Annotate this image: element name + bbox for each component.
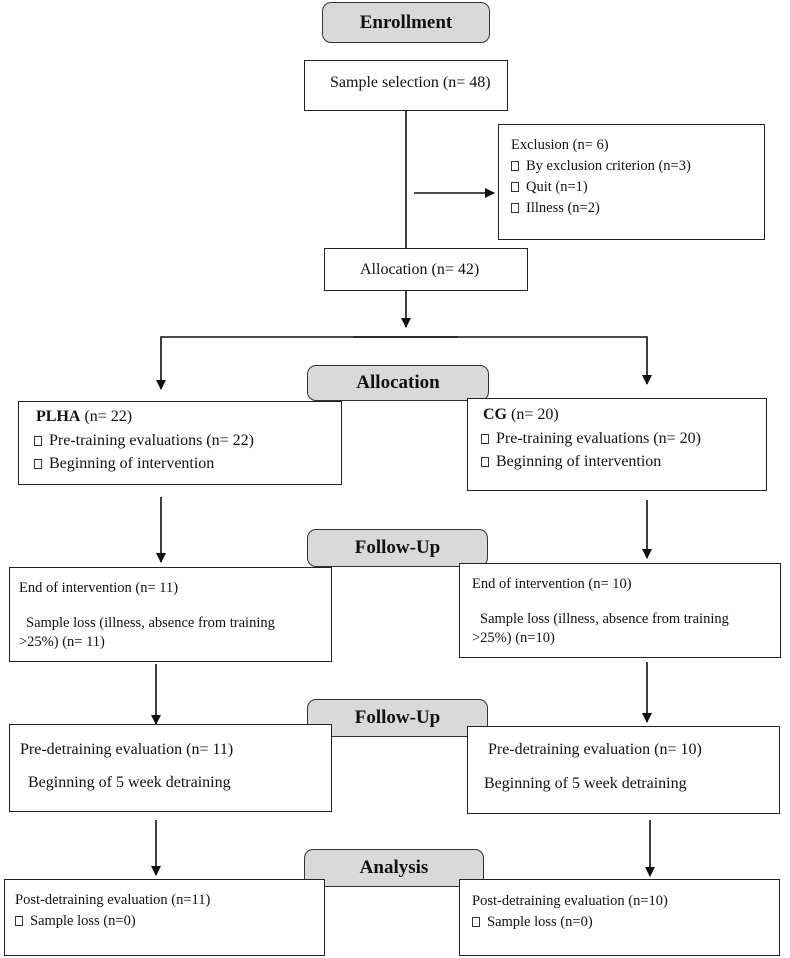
- stage-followup-1: Follow-Up: [307, 529, 488, 567]
- sample-selection-box: Sample selection (n= 48): [304, 60, 508, 111]
- left-pre-detraining: Pre-detraining evaluation (n= 11): [20, 741, 234, 758]
- exclusion-item: Quit (n=1): [511, 179, 588, 196]
- allocation-box: Allocation (n= 42): [324, 248, 528, 291]
- right-group-box: CG (n= 20) Pre-training evaluations (n= …: [467, 398, 767, 491]
- right-analysis-box: Post-detraining evaluation (n=10) Sample…: [459, 879, 780, 956]
- left-post-detraining: Post-detraining evaluation (n=11): [15, 892, 211, 908]
- checkbox-icon: [15, 916, 23, 926]
- checkbox-icon: [511, 182, 519, 192]
- right-predetraining-box: Pre-detraining evaluation (n= 10) Beginn…: [467, 726, 780, 814]
- stage-enrollment: Enrollment: [322, 2, 490, 43]
- right-pre-detraining: Pre-detraining evaluation (n= 10): [488, 741, 702, 758]
- left-alloc-item: Beginning of intervention: [34, 455, 214, 473]
- right-post-loss: Sample loss (n=0): [472, 914, 593, 931]
- right-group-title: CG (n= 20): [483, 406, 559, 423]
- right-alloc-item: Pre-training evaluations (n= 20): [481, 430, 701, 448]
- arrow-split-right: [406, 336, 652, 385]
- left-post-loss: Sample loss (n=0): [15, 913, 136, 930]
- allocation-text: Allocation (n= 42): [360, 261, 480, 278]
- right-sample-loss-2: >25%) (n=10): [472, 630, 555, 646]
- left-group-title: PLHA (n= 22): [36, 408, 133, 425]
- left-detraining-start: Beginning of 5 week detraining: [28, 774, 231, 791]
- left-end-intervention: End of intervention (n= 11): [19, 580, 179, 596]
- stage-followup-2: Follow-Up: [307, 699, 488, 737]
- checkbox-icon: [481, 434, 489, 444]
- arrow-split-left: [156, 336, 406, 390]
- left-group-name: PLHA: [36, 408, 81, 425]
- right-end-intervention: End of intervention (n= 10): [472, 576, 632, 592]
- checkbox-icon: [472, 917, 480, 927]
- left-sample-loss-2: >25%) (n= 11): [19, 634, 105, 650]
- exclusion-item: Illness (n=2): [511, 200, 600, 217]
- right-sample-loss-1: Sample loss (illness, absence from train…: [480, 611, 729, 627]
- right-group-name: CG: [483, 406, 507, 423]
- exclusion-item: By exclusion criterion (n=3): [511, 158, 691, 175]
- exclusion-title: Exclusion (n= 6): [511, 137, 609, 153]
- checkbox-icon: [34, 436, 42, 446]
- right-followup-box: End of intervention (n= 10) Sample loss …: [459, 563, 781, 658]
- stage-analysis: Analysis: [304, 849, 484, 887]
- exclusion-box: Exclusion (n= 6) By exclusion criterion …: [498, 124, 765, 240]
- left-sample-loss-1: Sample loss (illness, absence from train…: [26, 615, 275, 631]
- left-followup-box: End of intervention (n= 11) Sample loss …: [9, 567, 332, 662]
- checkbox-icon: [34, 459, 42, 469]
- left-alloc-item: Pre-training evaluations (n= 22): [34, 432, 254, 450]
- stage-allocation: Allocation: [307, 365, 489, 401]
- left-predetraining-box: Pre-detraining evaluation (n= 11) Beginn…: [9, 724, 332, 812]
- checkbox-icon: [511, 203, 519, 213]
- sample-selection-text: Sample selection (n= 48): [330, 74, 491, 91]
- right-alloc-item: Beginning of intervention: [481, 453, 661, 471]
- right-post-detraining: Post-detraining evaluation (n=10): [472, 893, 668, 909]
- left-group-box: PLHA (n= 22) Pre-training evaluations (n…: [18, 401, 342, 485]
- checkbox-icon: [511, 161, 519, 171]
- checkbox-icon: [481, 457, 489, 467]
- left-analysis-box: Post-detraining evaluation (n=11) Sample…: [4, 879, 325, 956]
- right-detraining-start: Beginning of 5 week detraining: [484, 775, 687, 792]
